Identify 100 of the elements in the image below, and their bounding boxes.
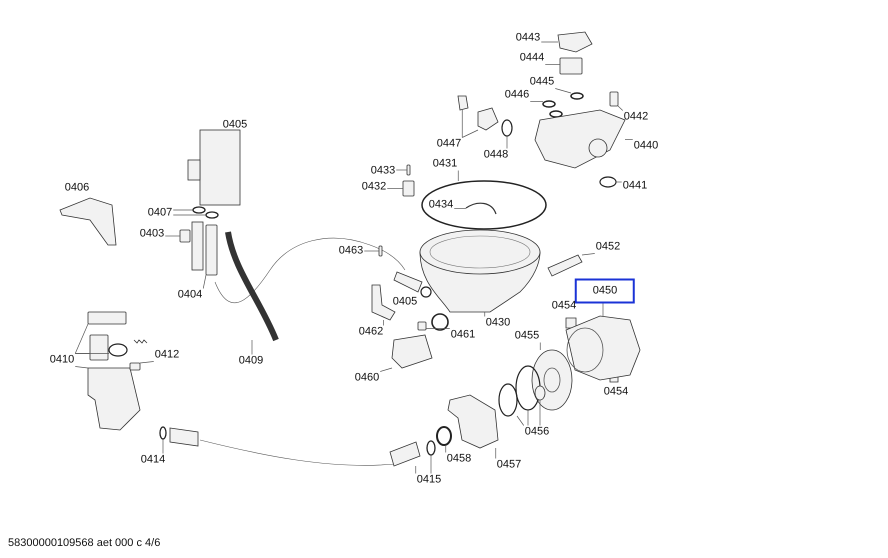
o-ring: [159, 426, 167, 440]
callout-number: 0415: [416, 474, 442, 486]
callout-number: 0441: [622, 180, 648, 192]
callout-number: 0432: [360, 180, 388, 194]
leader-line: [484, 312, 486, 317]
impeller-ring: [498, 383, 518, 417]
o-ring: [205, 211, 219, 219]
o-ring: [515, 365, 541, 411]
valve-body-drawing: [534, 110, 626, 168]
callout-number: 0460: [354, 372, 380, 384]
callout-number: 0431: [432, 158, 458, 170]
leader-line: [426, 328, 450, 329]
o-ring: [542, 100, 556, 108]
leader-line: [383, 320, 384, 326]
sump-drawing: [420, 230, 540, 312]
leader-line: [74, 324, 88, 354]
screw-block: [406, 164, 410, 176]
housing-drawing: [88, 368, 140, 430]
corrugated-hose-block: [206, 224, 218, 276]
seal-ring: [421, 180, 547, 230]
o-ring: [192, 206, 206, 214]
hose-piece-drawing: [390, 441, 420, 467]
leader-line: [445, 444, 446, 453]
leader-line: [540, 342, 541, 350]
callout-number: 0455: [514, 330, 540, 342]
callout-number: 0403: [138, 228, 166, 240]
cap-ring: [108, 343, 128, 357]
hose-clamp: [599, 176, 617, 188]
leader-line: [74, 353, 110, 354]
callout-number: 0434: [428, 198, 454, 212]
leader-line: [582, 253, 596, 256]
o-ring: [426, 440, 436, 456]
pump-housing-drawing: [448, 394, 498, 448]
callout-number: 0430: [484, 316, 512, 330]
callout-number: 0440: [632, 140, 660, 152]
callout-number: 0414: [140, 454, 166, 466]
callout-number: 0454: [602, 386, 630, 398]
callout-number: 0406: [64, 182, 90, 194]
rod-drawing: [547, 254, 583, 277]
callout-number: 0458: [446, 452, 472, 466]
callout-number: 0404: [176, 288, 204, 302]
bracket-block: [402, 180, 414, 196]
callout-number: 0433: [370, 164, 396, 178]
module-drawing: [392, 334, 432, 368]
pin-block: [418, 322, 426, 330]
motor-drawing: [566, 316, 640, 380]
leader-line: [386, 188, 404, 189]
leader-line: [172, 214, 206, 216]
callout-number: 0405: [392, 296, 418, 308]
callout-number: 0410: [48, 354, 76, 366]
o-ring: [570, 92, 584, 100]
leader-line: [364, 250, 380, 252]
leader-line: [430, 454, 432, 474]
callout-number: 0457: [496, 458, 522, 472]
leader-line: [624, 139, 634, 140]
bracket-drawing: [458, 96, 468, 110]
leader-line: [140, 361, 154, 364]
callout-number: 0461: [450, 328, 476, 342]
leader-line: [495, 448, 496, 459]
callout-number: 0409: [238, 354, 264, 368]
screw-block: [378, 246, 382, 256]
callout-number: 0456: [524, 426, 550, 438]
leader-line: [554, 88, 572, 94]
leader-line: [506, 136, 508, 149]
callout-number: 0446: [504, 88, 530, 102]
bracket-block: [90, 334, 108, 360]
callout-number: 0407: [146, 206, 174, 220]
clip-block: [610, 92, 618, 106]
callout-number: 0442: [622, 110, 650, 124]
callout-number: 0405: [222, 118, 248, 132]
cylinder-drawing: [478, 108, 498, 130]
ring-seal: [436, 426, 452, 446]
callout-number: 0412: [154, 348, 180, 362]
hose-drawing: [225, 231, 279, 342]
leader-line: [618, 106, 624, 111]
callout-number: 0448: [482, 148, 510, 162]
callout-number: 0447: [436, 138, 462, 150]
cover-cap-drawing: [558, 32, 593, 52]
leader-line: [462, 110, 463, 138]
leader-line: [544, 64, 560, 65]
leader-line: [415, 466, 416, 474]
callout-number: 0443: [514, 32, 542, 44]
callout-number: 0454: [550, 300, 578, 312]
sensor-block: [130, 362, 140, 370]
disc-drawing: [532, 350, 572, 410]
leader-line: [530, 101, 544, 102]
lid-block: [88, 312, 126, 324]
callout-number: 0444: [518, 52, 546, 64]
leader-line: [602, 303, 604, 316]
o-ring: [501, 119, 513, 137]
leader-line: [458, 170, 459, 182]
leader-line: [202, 274, 206, 289]
connector-block: [560, 58, 582, 74]
leader-line: [516, 416, 524, 426]
callout-number: 0452: [594, 240, 622, 254]
leader-line: [454, 208, 466, 209]
callout-number: 0462: [358, 326, 384, 338]
leader-line: [74, 366, 88, 368]
highlighted-callout-number: 0450: [574, 278, 636, 304]
leader-line: [462, 130, 478, 138]
